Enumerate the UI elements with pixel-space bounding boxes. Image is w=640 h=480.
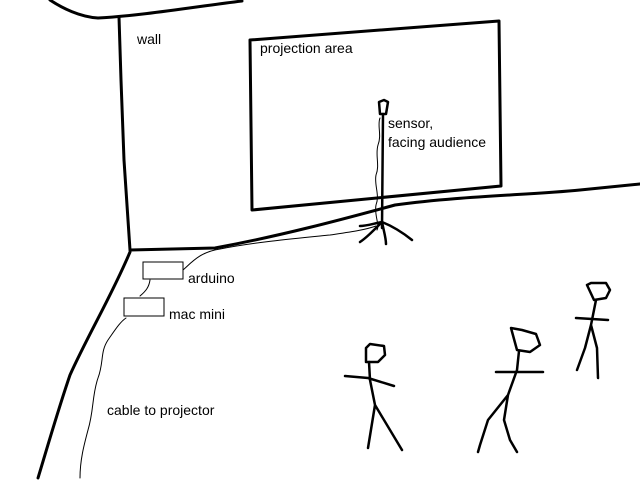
- arduino-to-sensor-cable: [182, 225, 377, 271]
- sensor-head: [377, 98, 390, 116]
- sensor-tripod: [358, 220, 414, 246]
- mac-mini-label: mac mini: [169, 306, 226, 322]
- wall-left-edge: [117, 15, 132, 252]
- projection-area-label: projection area: [260, 40, 353, 56]
- arduino-to-mac-cable: [139, 279, 151, 297]
- audience-figure-2: [476, 326, 545, 454]
- arduino-label: arduino: [188, 270, 235, 286]
- audience-figure-3: [574, 281, 612, 380]
- ceiling-line: [48, 0, 244, 20]
- sensor-stand: [380, 112, 385, 230]
- floor-line: [128, 182, 640, 252]
- sensor-label-line1: sensor,: [388, 115, 434, 131]
- projection-area-box: [248, 19, 503, 212]
- wall-label: wall: [137, 31, 162, 47]
- audience-figure-1: [343, 342, 404, 452]
- sensor-label-line2: facing audience: [388, 134, 487, 150]
- floor-left-edge: [36, 250, 132, 480]
- mac-mini-box: [123, 297, 165, 317]
- cable-label: cable to projector: [107, 402, 215, 418]
- cable-to-projector: [79, 317, 127, 479]
- sensor-cable: [375, 117, 381, 231]
- arduino-box: [142, 261, 184, 280]
